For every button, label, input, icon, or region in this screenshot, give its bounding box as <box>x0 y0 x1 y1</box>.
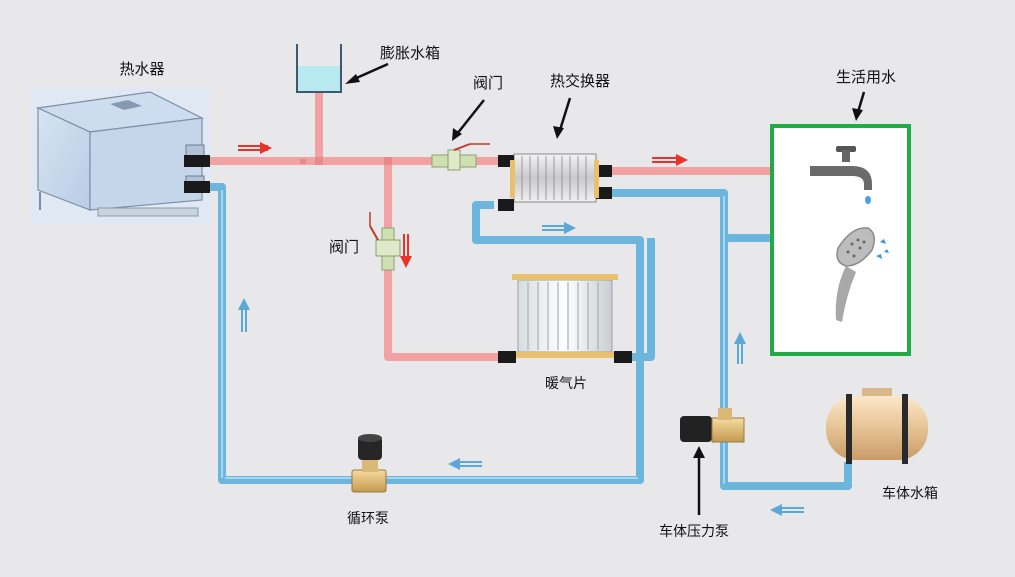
radiator <box>498 274 632 363</box>
radiator-label: 暖气片 <box>545 376 587 392</box>
cold-flow-arrow-right-mid <box>542 222 576 234</box>
hot-pipes <box>206 92 775 361</box>
domestic-cold-pipe <box>612 189 852 490</box>
expansion-tank-pointer-arrow <box>345 62 389 84</box>
cold-flow-arrow-up-right <box>734 332 746 364</box>
valve-left-label: 阀门 <box>329 238 359 256</box>
hot-flow-arrow-right-2 <box>652 154 688 166</box>
pressure-pump-pointer-arrow <box>693 446 705 515</box>
hot-flow-arrow-right-1 <box>238 142 272 154</box>
heat-exchanger-pointer-arrow <box>553 97 572 139</box>
domestic-water-label: 生活用水 <box>836 68 896 86</box>
radiator-supply-pipe <box>384 161 498 361</box>
circulation-pump-label: 循环泵 <box>347 511 389 527</box>
water-heater <box>30 88 210 224</box>
heat-exchanger-label: 热交换器 <box>550 72 610 90</box>
valve-left <box>369 212 401 271</box>
pressure-pump-label: 车体压力泵 <box>659 523 729 540</box>
heat-exchanger <box>498 153 612 211</box>
hot-pipe-joints <box>300 157 392 165</box>
domestic-water-box <box>770 124 911 356</box>
heater-inlet-fitting <box>184 181 210 193</box>
domestic-water-pointer-arrow <box>852 91 866 121</box>
pressure-pump <box>680 408 745 443</box>
hot-flow-arrows <box>238 142 688 268</box>
cold-flow-arrow-up-left <box>238 298 250 332</box>
cold-flow-arrow-left-bottom <box>448 458 482 470</box>
hot-flow-arrow-down <box>400 234 412 268</box>
cold-flow-arrows <box>238 222 804 516</box>
circulation-pump <box>351 434 387 493</box>
valve-top-label: 阀门 <box>473 74 503 92</box>
expansion-tank-label: 膨胀水箱 <box>380 44 440 62</box>
faucet-icon <box>810 146 872 204</box>
valve-top-pointer-arrow <box>452 99 485 141</box>
shower-head-icon <box>835 227 889 322</box>
cold-flow-arrow-left-tank <box>770 504 804 516</box>
radiator-return-pipe <box>620 238 655 361</box>
water-heater-label: 热水器 <box>119 60 164 78</box>
heater-outlet-fitting <box>184 155 210 167</box>
expansion-tank <box>296 44 342 93</box>
valve-top <box>431 143 490 171</box>
vehicle-water-tank <box>826 388 928 464</box>
vehicle-tank-label: 车体水箱 <box>882 485 938 502</box>
